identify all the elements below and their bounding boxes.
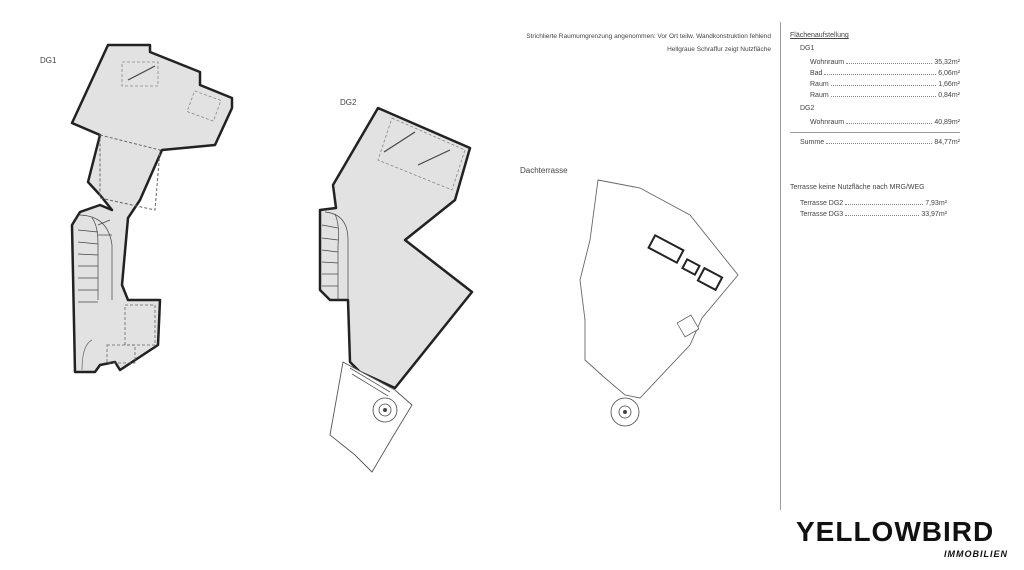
logo-wordmark: YELLOWBIRD <box>796 516 995 547</box>
note-hatching: Hellgraue Schraffur zeigt Nutzfläche <box>667 46 771 53</box>
dg2-floor-plan <box>318 106 474 473</box>
vertical-divider <box>780 22 781 510</box>
dg2-label: DG2 <box>340 98 357 107</box>
logo-subtitle: IMMOBILIEN <box>944 549 1008 559</box>
group-label-dg2: DG2 <box>800 105 815 112</box>
dg1-floor-plan <box>70 43 234 374</box>
yellowbird-logo: YELLOWBIRD IMMOBILIEN <box>796 516 1016 560</box>
dg1-label: DG1 <box>40 56 57 65</box>
area-table-title: Flächenaufstellung <box>790 32 849 39</box>
terrace-table-title: Terrasse keine Nutzfläche nach MRG/WEG <box>790 184 925 191</box>
group-label-dg1: DG1 <box>800 45 815 52</box>
note-dashed-boundary: Strichlierte Raumumgrenzung angenommen: … <box>526 33 771 40</box>
roof-terrace-label: Dachterrasse <box>520 166 568 175</box>
roof-terrace-plan <box>579 179 739 427</box>
